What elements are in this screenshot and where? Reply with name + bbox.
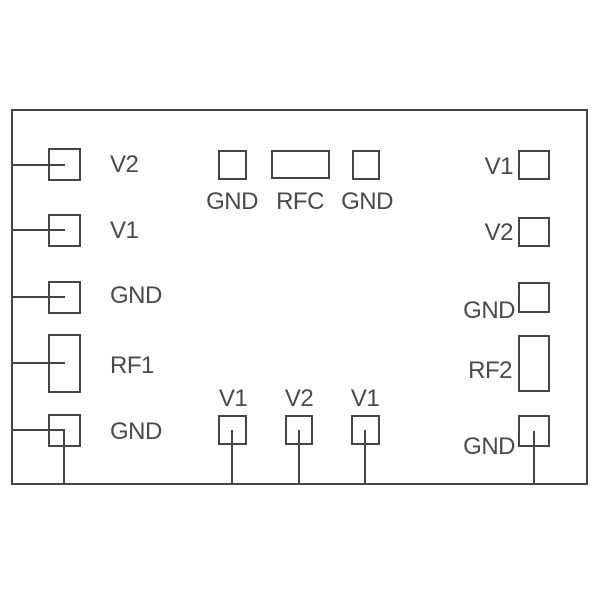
pad-label-right-rf2: RF2 bbox=[468, 357, 512, 384]
pad-right-rf2 bbox=[518, 335, 550, 392]
pad-label-right-gnd2: GND bbox=[463, 433, 515, 460]
pad-left-v2 bbox=[48, 148, 81, 181]
pad-left-rf1 bbox=[48, 334, 81, 393]
pad-left-gnd1 bbox=[48, 281, 81, 314]
pad-right-v1 bbox=[518, 150, 550, 180]
connector-line-bottom-v1b bbox=[364, 430, 366, 484]
pad-bottom-v1b bbox=[351, 415, 380, 445]
connector-line-left-v2 bbox=[11, 164, 65, 166]
pad-top-rfc bbox=[271, 150, 330, 179]
pad-label-right-v2: V2 bbox=[484, 219, 514, 246]
pad-left-v1 bbox=[48, 214, 81, 247]
connector-line-bottom-v1a bbox=[231, 430, 233, 484]
connector-line-bottom-v2 bbox=[298, 430, 300, 484]
connector-line-left-gnd2-horizontal bbox=[11, 429, 65, 431]
pad-bottom-v2 bbox=[285, 415, 313, 445]
pad-label-right-v1: V1 bbox=[484, 153, 514, 180]
connector-line-left-rf1 bbox=[11, 362, 65, 364]
pad-label-bottom-v2: V2 bbox=[284, 385, 314, 412]
pad-label-top-gnd2: GND bbox=[341, 188, 393, 215]
pad-label-bottom-v1b: V1 bbox=[350, 385, 380, 412]
connector-line-left-v1 bbox=[11, 229, 65, 231]
pad-left-gnd2 bbox=[48, 414, 81, 447]
connector-line-right-gnd2 bbox=[533, 431, 535, 484]
pad-label-bottom-v1a: V1 bbox=[218, 385, 248, 412]
pad-label-left-v1: V1 bbox=[110, 217, 139, 244]
pad-label-left-gnd1: GND bbox=[110, 282, 162, 309]
pad-label-top-rfc: RFC bbox=[276, 188, 324, 215]
connector-line-left-gnd2-vertical bbox=[63, 429, 65, 484]
pad-right-gnd2 bbox=[518, 415, 550, 447]
pad-right-v2 bbox=[518, 217, 550, 247]
pad-right-gnd1 bbox=[518, 282, 550, 313]
pad-label-left-gnd2: GND bbox=[110, 418, 162, 445]
pad-top-gnd1 bbox=[218, 150, 247, 180]
connector-line-left-gnd bbox=[11, 296, 65, 298]
pad-label-top-gnd1: GND bbox=[206, 188, 258, 215]
pad-label-right-gnd1: GND bbox=[463, 297, 515, 324]
pad-label-left-v2: V2 bbox=[110, 151, 139, 178]
pad-top-gnd2 bbox=[352, 150, 380, 180]
pad-label-left-rf1: RF1 bbox=[110, 352, 154, 379]
pad-bottom-v1a bbox=[218, 415, 247, 445]
